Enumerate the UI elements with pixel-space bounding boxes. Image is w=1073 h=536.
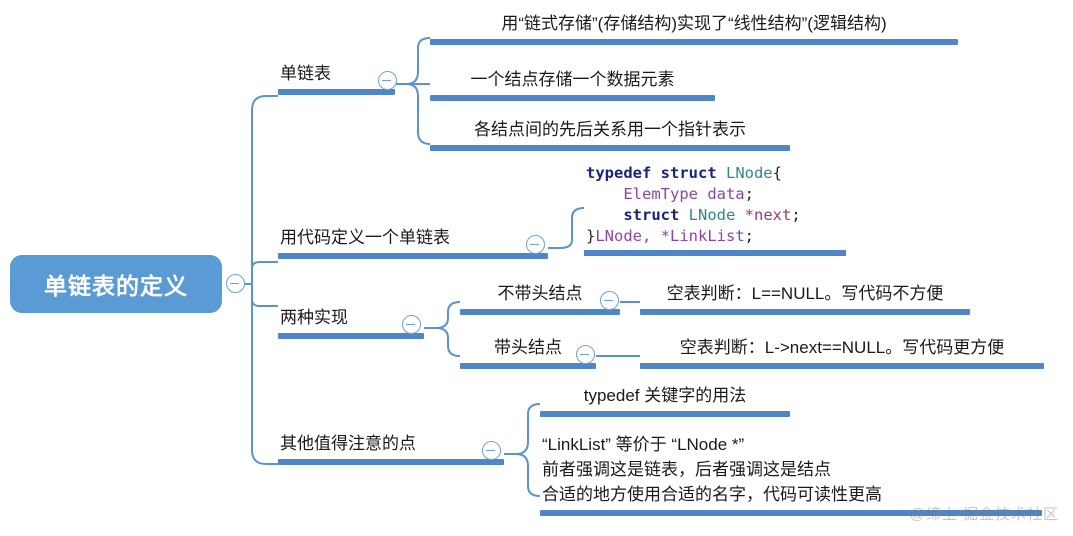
node-underline bbox=[278, 89, 395, 95]
branch-label: 其他值得注意的点 bbox=[280, 434, 416, 453]
node-underline bbox=[278, 253, 548, 259]
branch-node-danlianbiao[interactable]: 单链表 bbox=[278, 62, 395, 95]
code-content: typedef struct LNode{ ElemType data; str… bbox=[584, 163, 846, 250]
code-token bbox=[586, 185, 623, 203]
code-token: { bbox=[772, 164, 782, 182]
subnode-without-head-node[interactable]: 不带头结点 bbox=[460, 282, 620, 315]
code-token: LNode bbox=[725, 164, 773, 182]
code-token: ElemType data bbox=[623, 185, 745, 203]
leaf-node-empty-check-without-head[interactable]: 空表判断：L==NULL。写代码不方便 bbox=[640, 282, 970, 315]
leaf-label: 一个结点存储一个数据元素 bbox=[470, 70, 675, 89]
branch-node-other-notes[interactable]: 其他值得注意的点 bbox=[278, 432, 504, 465]
code-token: struct bbox=[623, 206, 689, 224]
node-underline bbox=[460, 363, 596, 369]
subnode-label: 带头结点 bbox=[494, 338, 562, 357]
node-underline bbox=[540, 510, 1042, 516]
leaf-node-one-node-one-element[interactable]: 一个结点存储一个数据元素 bbox=[430, 68, 715, 101]
branch-collapse-minus-icon-other-notes[interactable] bbox=[482, 441, 501, 460]
root-collapse-minus-icon[interactable] bbox=[226, 274, 245, 293]
node-underline bbox=[640, 309, 970, 315]
root-node[interactable]: 单链表的定义 bbox=[10, 255, 222, 313]
leaf-label: 空表判断：L->next==NULL。写代码更方便 bbox=[679, 338, 1005, 357]
node-underline bbox=[584, 250, 846, 256]
subnode-collapse-minus-icon-without-head[interactable] bbox=[600, 291, 619, 310]
leaf-label: “LinkList” 等价于 “LNode *” 前者强调这是链表，后者强调这是… bbox=[542, 435, 882, 504]
leaf-node-typedef-usage[interactable]: typedef 关键字的用法 bbox=[540, 384, 790, 417]
root-node-label: 单链表的定义 bbox=[44, 273, 188, 299]
code-token: } bbox=[586, 227, 596, 245]
leaf-node-code-block[interactable]: typedef struct LNode{ ElemType data; str… bbox=[584, 163, 846, 256]
code-token bbox=[586, 206, 623, 224]
code-token: ; bbox=[791, 206, 801, 224]
code-token: typedef struct bbox=[586, 164, 726, 182]
node-underline bbox=[460, 309, 620, 315]
node-underline bbox=[430, 145, 790, 151]
branch-node-code-definition[interactable]: 用代码定义一个单链表 bbox=[278, 226, 548, 259]
leaf-label: 各结点间的先后关系用一个指针表示 bbox=[474, 120, 746, 139]
leaf-label: 用“链式存储”(存储结构)实现了“线性结构”(逻辑结构) bbox=[501, 14, 887, 33]
code-token: *next bbox=[744, 206, 792, 224]
code-token: LNode bbox=[688, 206, 745, 224]
node-underline bbox=[430, 39, 958, 45]
subnode-collapse-minus-icon-with-head[interactable] bbox=[576, 345, 595, 364]
node-underline bbox=[640, 363, 1044, 369]
branch-collapse-minus-icon-danlianbiao[interactable] bbox=[378, 71, 397, 90]
leaf-node-empty-check-with-head[interactable]: 空表判断：L->next==NULL。写代码更方便 bbox=[640, 336, 1044, 369]
leaf-node-linklist-equivalence[interactable]: “LinkList” 等价于 “LNode *” 前者强调这是链表，后者强调这是… bbox=[540, 432, 1042, 516]
leaf-label: 空表判断：L==NULL。写代码不方便 bbox=[666, 284, 944, 303]
branch-node-two-implementations[interactable]: 两种实现 bbox=[278, 306, 424, 339]
subnode-label: 不带头结点 bbox=[497, 284, 583, 303]
node-underline bbox=[278, 333, 424, 339]
branch-label: 单链表 bbox=[280, 64, 331, 83]
subnode-with-head-node[interactable]: 带头结点 bbox=[460, 336, 596, 369]
code-token: LNode, *LinkList bbox=[595, 227, 745, 245]
watermark: @缔上 掘金技术社区 bbox=[909, 506, 1059, 523]
leaf-node-storage-structure[interactable]: 用“链式存储”(存储结构)实现了“线性结构”(逻辑结构) bbox=[430, 12, 958, 45]
leaf-label: typedef 关键字的用法 bbox=[583, 386, 747, 405]
branch-label: 用代码定义一个单链表 bbox=[280, 228, 450, 247]
code-token: ; bbox=[744, 227, 754, 245]
code-token: ; bbox=[744, 185, 754, 203]
branch-label: 两种实现 bbox=[280, 308, 348, 327]
branch-collapse-minus-icon-two-implementations[interactable] bbox=[402, 315, 421, 334]
node-underline bbox=[278, 459, 504, 465]
leaf-node-pointer-relation[interactable]: 各结点间的先后关系用一个指针表示 bbox=[430, 118, 790, 151]
node-underline bbox=[430, 95, 715, 101]
branch-collapse-minus-icon-code-definition[interactable] bbox=[526, 235, 545, 254]
node-underline bbox=[540, 411, 790, 417]
